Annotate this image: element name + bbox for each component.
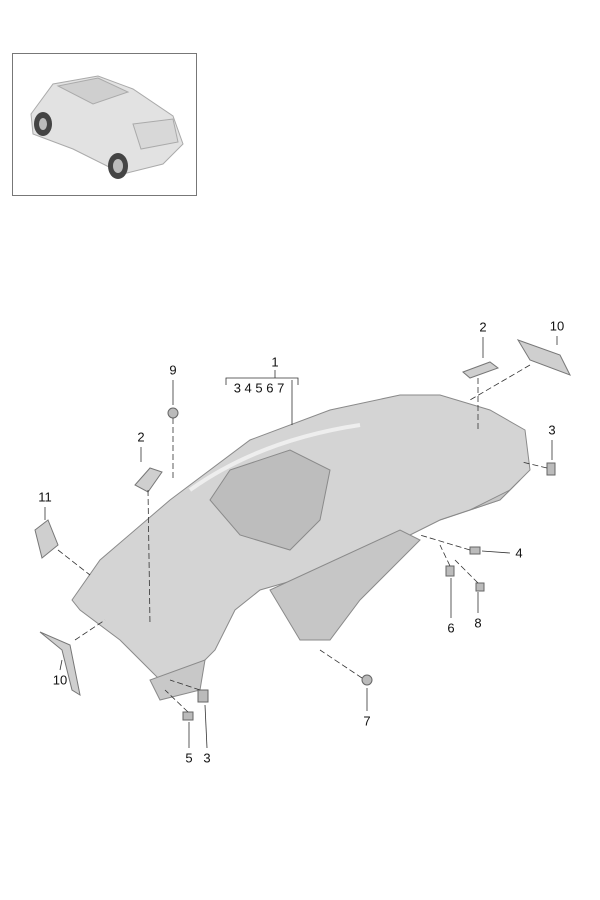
car-illustration <box>30 75 184 179</box>
callout-2-right: 2 <box>479 319 487 335</box>
callout-10-left: 10 <box>52 672 68 688</box>
vent-left <box>134 467 163 493</box>
callout-5: 5 <box>185 750 193 766</box>
callout-4: 4 <box>515 545 523 561</box>
callout-1-subparts: 3 4 5 6 7 <box>233 380 285 396</box>
callout-6: 6 <box>447 620 455 636</box>
callout-3-left: 3 <box>203 750 211 766</box>
vehicle-thumbnail <box>12 53 197 196</box>
callout-10-right: 10 <box>549 318 565 334</box>
dashboard-carrier <box>71 394 531 701</box>
callout-9: 9 <box>169 362 177 378</box>
leader-lines <box>44 336 558 749</box>
trim-right <box>516 339 572 376</box>
dash-lines <box>57 364 548 713</box>
callout-2-left: 2 <box>137 429 145 445</box>
callout-3-right: 3 <box>548 422 556 438</box>
end-cap-left <box>34 519 59 559</box>
callout-11: 11 <box>38 489 52 505</box>
trim-left <box>39 631 81 697</box>
callout-8: 8 <box>474 615 482 631</box>
callout-1: 1 <box>271 354 279 370</box>
vent-right <box>462 361 500 379</box>
callout-7: 7 <box>363 713 371 729</box>
